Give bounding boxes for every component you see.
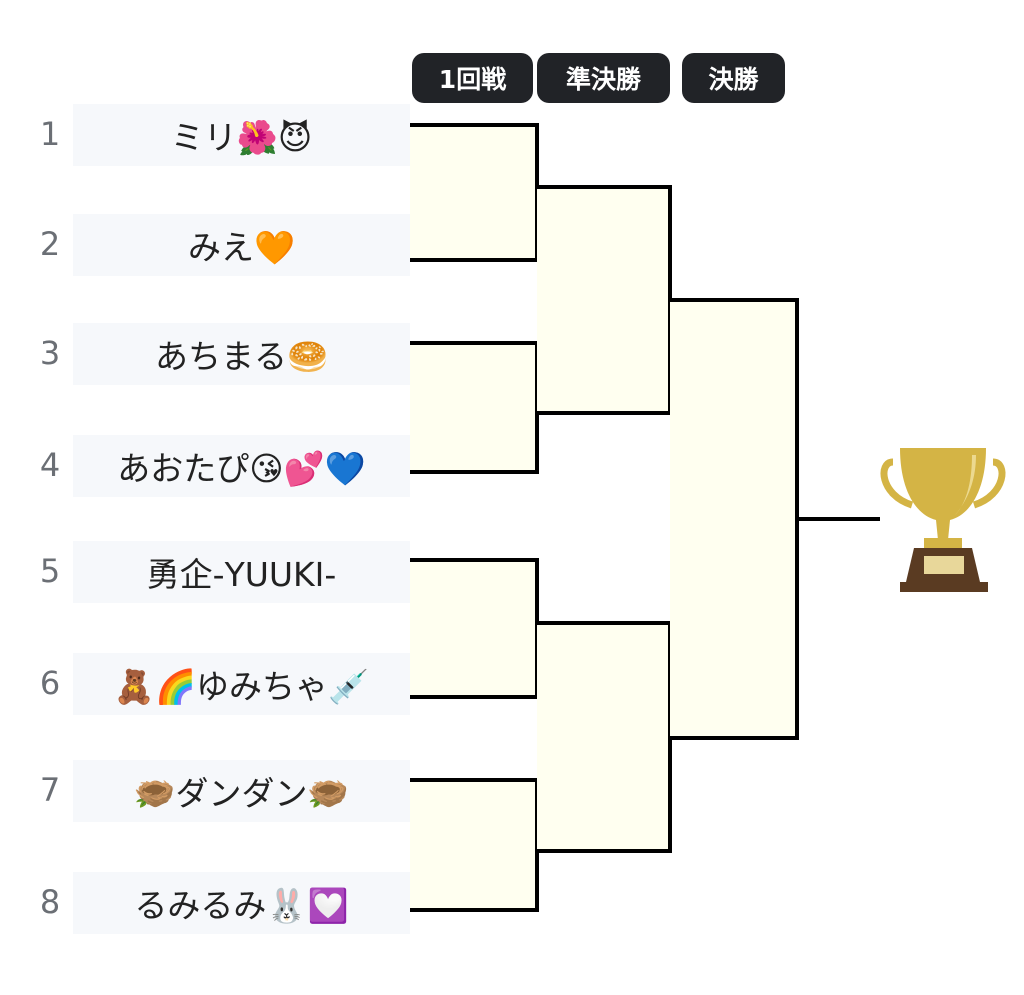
seed-number: 3 [39, 334, 61, 372]
round-header-1: 1回戦 [412, 53, 533, 103]
match-r1-4 [410, 778, 539, 912]
round-header-semifinal: 準決勝 [537, 53, 670, 103]
seed-number: 8 [39, 883, 61, 921]
entrant-name: みえ🧡 [73, 214, 410, 276]
round-header-final: 決勝 [682, 53, 785, 103]
seed-number: 1 [39, 115, 61, 153]
match-r1-3 [410, 558, 539, 699]
entrant-name: 勇企-YUUKI- [73, 541, 410, 603]
match-r1-2 [410, 341, 539, 474]
seed-number: 4 [39, 446, 61, 484]
entrant-name: 🧸🌈ゆみちゃ💉 [73, 653, 410, 715]
entrant-name: あちまる🥯 [73, 323, 410, 385]
seed-number: 5 [39, 552, 61, 590]
seed-number: 2 [39, 225, 61, 263]
match-r1-1 [410, 123, 539, 262]
entrant-name: ミリ🌺😈 [73, 104, 410, 166]
match-sf-1 [537, 185, 672, 415]
entrant-name: るみるみ🐰💟 [73, 872, 410, 934]
trophy-icon [880, 448, 1006, 592]
seed-number: 7 [39, 771, 61, 809]
entrant-name: あおたぴ😘💕💙 [73, 435, 410, 497]
seed-number: 6 [39, 664, 61, 702]
match-sf-2 [537, 621, 672, 853]
entrant-name: 🪹ダンダン🪹 [73, 760, 410, 822]
match-final [670, 298, 799, 740]
